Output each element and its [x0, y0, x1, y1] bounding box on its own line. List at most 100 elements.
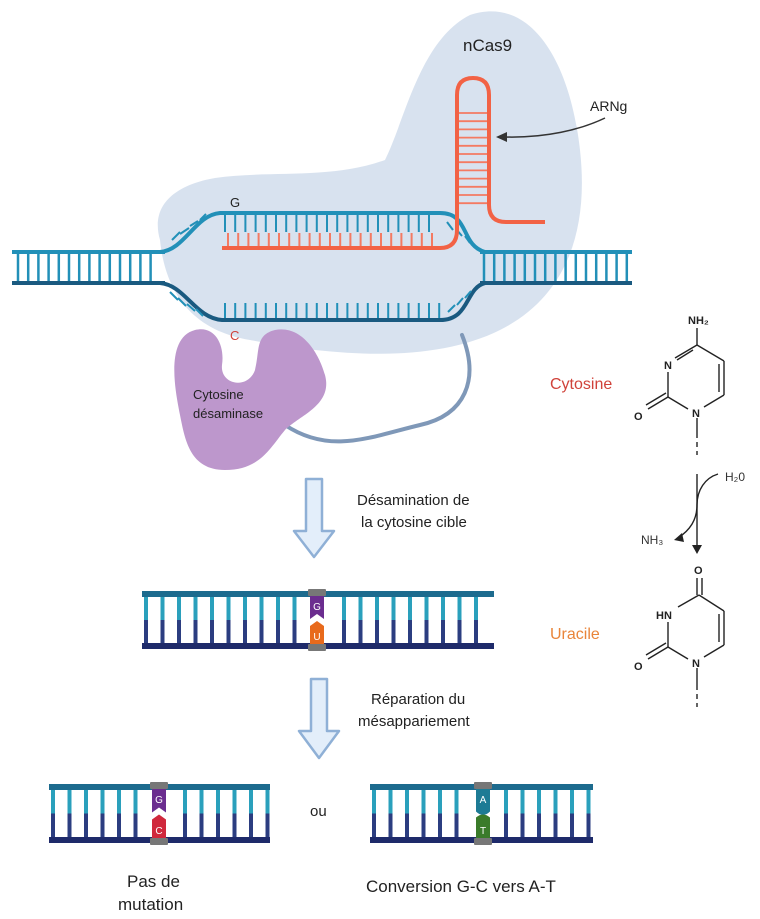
ncas9-protein	[157, 11, 582, 354]
rung-top	[421, 790, 426, 814]
down-arrow-1	[292, 477, 336, 559]
deaminase-label-line1: Cytosine	[193, 387, 244, 402]
rung-bottom	[216, 813, 220, 837]
base-letter-bottom: U	[313, 632, 320, 643]
o-label-top: O	[694, 565, 703, 577]
base-letter-bottom: T	[480, 826, 486, 837]
base-stub	[464, 290, 472, 299]
rung-top	[586, 790, 591, 814]
rung-bottom	[117, 813, 121, 837]
rung-bottom	[160, 620, 165, 643]
base-letter-top: G	[155, 795, 163, 806]
pair-cap-bottom	[308, 644, 326, 651]
cytosine-deaminase	[174, 329, 327, 470]
o-label-1: O	[634, 411, 643, 423]
rung-bottom	[259, 620, 264, 643]
base-G	[152, 789, 166, 813]
rung-top	[553, 790, 558, 814]
rung-top	[424, 597, 429, 620]
outcome-right-label: Conversion G-C vers A-T	[366, 877, 556, 896]
base-stub	[199, 213, 207, 221]
rung-bottom	[292, 620, 297, 643]
rung-top	[144, 597, 148, 620]
deaminase-label-line2: désaminase	[193, 406, 263, 421]
rung-top	[67, 790, 72, 814]
arrowhead-icon	[496, 132, 507, 142]
ncas9-label: nCas9	[463, 36, 512, 55]
base-letter-top: G	[313, 602, 321, 613]
base-U	[310, 621, 324, 644]
rung-bottom	[441, 620, 445, 643]
rung-bottom	[232, 813, 237, 837]
rung-top	[259, 597, 264, 620]
base-stub	[447, 304, 456, 313]
rung-bottom	[388, 813, 393, 837]
rung-bottom	[100, 813, 105, 837]
rung-bottom	[133, 813, 138, 837]
target-g-label: G	[230, 195, 240, 210]
rung-top	[520, 790, 525, 814]
step2-label-line1: Réparation du	[371, 691, 465, 708]
rung-bottom	[391, 620, 396, 643]
rung-bottom	[405, 813, 409, 837]
rung-bottom	[537, 813, 541, 837]
rung-bottom	[474, 620, 478, 643]
rung-bottom	[84, 813, 88, 837]
dna-top-strand-open	[159, 211, 486, 254]
dna-no-mutation-gc: GC	[49, 782, 270, 845]
down-arrow-2	[297, 677, 341, 760]
base-letter-top: A	[480, 795, 487, 806]
rung-top	[84, 790, 88, 814]
cytosine-structure	[645, 328, 725, 455]
rung-bottom	[276, 620, 280, 643]
rung-top	[232, 790, 237, 814]
o-label-2: O	[634, 661, 643, 673]
rung-top	[51, 790, 55, 814]
rung-top	[199, 790, 204, 814]
rung-bottom	[243, 620, 247, 643]
guide-rna	[222, 75, 545, 250]
nh3-label: NH₃	[641, 533, 663, 547]
rung-top	[100, 790, 105, 814]
base-stub	[169, 291, 179, 301]
rung-bottom	[226, 620, 231, 643]
rung-top	[457, 597, 462, 620]
rung-top	[504, 790, 508, 814]
base-stub	[189, 220, 199, 227]
base-C	[152, 814, 166, 838]
rung-top	[276, 597, 280, 620]
rung-bottom	[199, 813, 204, 837]
rung-bottom	[144, 620, 148, 643]
rung-top	[160, 597, 165, 620]
rung-top	[292, 597, 297, 620]
base-stub	[456, 297, 464, 306]
n-label-1: N	[664, 360, 672, 372]
base-G	[310, 596, 324, 619]
arrowhead-icon	[692, 545, 702, 554]
step2-label-line2: mésappariement	[358, 713, 471, 730]
n-label-2: N	[692, 408, 700, 420]
rung-top	[210, 597, 214, 620]
rung-top	[375, 597, 379, 620]
rung-top	[243, 597, 247, 620]
uracile-label: Uracile	[550, 626, 600, 643]
dna-mismatch-gu: GU	[142, 589, 494, 651]
rung-top	[358, 597, 363, 620]
rung-bottom	[457, 620, 462, 643]
linker	[283, 333, 472, 444]
base-stub	[446, 221, 454, 231]
pair-cap-bottom	[474, 838, 492, 845]
outcome-left-line1: Pas de	[127, 872, 180, 891]
rung-bottom	[177, 620, 181, 643]
pair-cap-top	[150, 782, 168, 789]
base-T	[476, 814, 490, 838]
rung-bottom	[210, 620, 214, 643]
rung-top	[342, 597, 346, 620]
base-letter-bottom: C	[155, 826, 162, 837]
target-dna	[12, 211, 632, 322]
rung-top	[388, 790, 393, 814]
rung-bottom	[454, 813, 459, 837]
rung-bottom	[520, 813, 525, 837]
base-stub	[464, 235, 471, 244]
rung-top	[117, 790, 121, 814]
